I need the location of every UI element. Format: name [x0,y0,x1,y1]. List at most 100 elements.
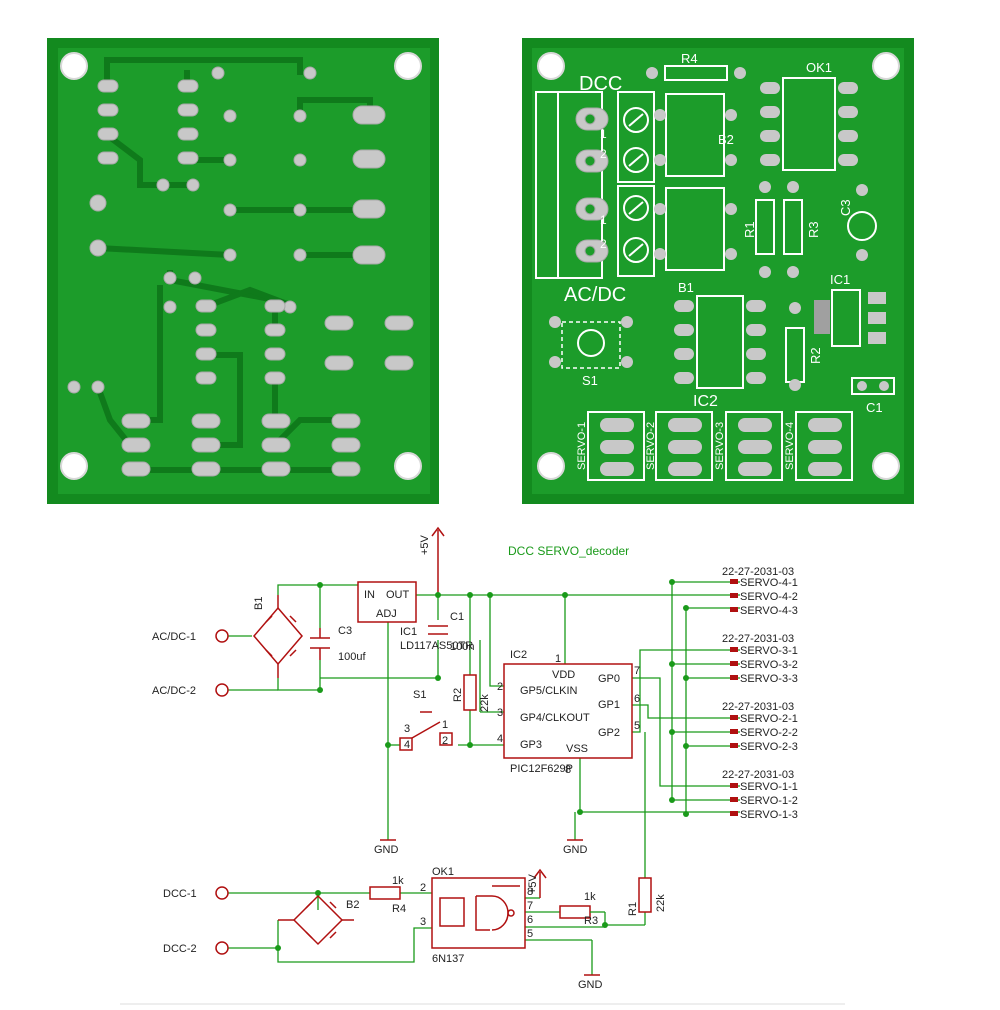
c1-label: C1 [450,611,464,623]
s1-label: S1 [413,689,426,701]
pin-label: 7 [634,665,640,677]
pin-label: 1 [442,719,448,731]
connector-pin: SERVO-1-3 [740,809,798,821]
connector-pin: SERVO-2-2 [740,727,798,739]
r3-silk-label: R3 [806,221,821,238]
ic1-in-pin: IN [364,589,375,601]
c3-value: 100uf [338,651,366,663]
c3-label: C3 [338,625,352,637]
pin-label: 3 [497,707,503,719]
servo2-silk-label: SERVO-2 [645,422,657,470]
ic1-out-pin: OUT [386,589,410,601]
r1-value: 22k [655,894,667,912]
connector-pin: SERVO-3-3 [740,673,798,685]
ic2-gp1-pin: GP1 [598,699,620,711]
connector-pin: SERVO-1-1 [740,781,798,793]
r4-silk-label: R4 [681,51,698,66]
ic1-label: IC1 [400,626,417,638]
pin-label: 3 [404,723,410,735]
servo-connectors: 22-27-2031-03 SERVO-4-1 SERVO-4-2 SERVO-… [722,566,798,821]
connector-part: 22-27-2031-03 [722,701,794,713]
pin-label: 7 [527,900,533,912]
ic2-gp2-pin: GP2 [598,727,620,739]
plus5v-label: +5V [419,534,431,555]
pin-label: 8 [565,764,571,776]
ic2-gp5-pin: GP5/CLKIN [520,685,578,697]
ic2-vdd-pin: VDD [552,669,575,681]
ic1-adj-pin: ADJ [376,608,397,620]
connector-part: 22-27-2031-03 [722,566,794,578]
pin-label: 2 [420,882,426,894]
gnd-label-1: GND [374,844,399,856]
connector-part: 22-27-2031-03 [722,769,794,781]
pin-label: 8 [527,886,533,898]
ic2-vss-pin: VSS [566,743,588,755]
s1-silk-label: S1 [582,373,598,388]
connector-pin: SERVO-4-1 [740,577,798,589]
dcc-silk-label: DCC [579,73,622,95]
r2-value: 22k [479,694,491,712]
ic1-regulator [357,581,417,623]
connector-pin: SERVO-4-2 [740,591,798,603]
pin-label: 6 [634,693,640,705]
ok1-part: 6N137 [432,953,464,965]
pin-label: 1 [600,127,607,141]
pin-label: 6 [527,914,533,926]
ic1-silk-label: IC1 [830,272,850,287]
pin-label: 2 [442,735,448,747]
ic2-label: IC2 [510,649,527,661]
pcb-bottom-view [47,38,439,504]
pin-label: 4 [497,733,503,745]
b1-label: B1 [253,597,265,610]
b1-silk-label: B1 [678,280,694,295]
ic1-part: LD117AS50TR [400,640,473,652]
pin-label: 2 [497,681,503,693]
pcb-top-view: DCC AC/DC 1 2 1 2 R4 B2 B1 OK1 [522,38,914,504]
gnd-label-3: GND [578,979,603,991]
connector-part: 22-27-2031-03 [722,633,794,645]
c1-silk-label: C1 [866,400,883,415]
pin-label: 3 [420,916,426,928]
pin-label: 1 [600,213,607,227]
connector-pin: SERVO-2-3 [740,741,798,753]
r1-label: R1 [627,902,639,916]
plus5v-label-2: +5V [527,873,539,894]
b2-silk-label: B2 [718,132,734,147]
servo3-silk-label: SERVO-3 [714,422,726,470]
schematic-title: DCC SERVO_decoder [508,544,629,558]
pin-label: 4 [404,739,410,751]
ic2-microcontroller [503,663,633,759]
connector-pin: SERVO-2-1 [740,713,798,725]
connector-pin: SERVO-4-3 [740,605,798,617]
connector-pin: SERVO-3-1 [740,645,798,657]
c3-silk-label: C3 [838,199,853,216]
dcc2-label: DCC-2 [163,943,197,955]
r3-value: 1k [584,891,596,903]
servo4-silk-label: SERVO-4 [784,422,796,470]
r2-silk-label: R2 [808,347,823,364]
acdc-silk-label: AC/DC [564,284,626,306]
gnd-label-2: GND [563,844,588,856]
ok1-optocoupler [431,877,526,949]
b2-label: B2 [346,899,359,911]
acdc1-label: AC/DC-1 [152,631,196,643]
switch-s1 [399,711,453,751]
pin-label: 1 [555,653,561,665]
dcc1-label: DCC-1 [163,888,197,900]
pin-label: 2 [600,147,607,161]
c1-value: 100n [450,641,474,653]
r4-label: R4 [392,903,406,915]
ic2-silk-label: IC2 [693,393,718,410]
ok1-silk-label: OK1 [806,60,832,75]
schematic: DCC SERVO_decoder +5V [120,526,845,1005]
servo1-silk-label: SERVO-1 [576,422,588,470]
ic2-part: PIC12F629P [510,763,573,775]
connector-pin: SERVO-3-2 [740,659,798,671]
r4-value: 1k [392,875,404,887]
r1-silk-label: R1 [742,221,757,238]
r3-label: R3 [584,915,598,927]
connector-pin: SERVO-1-2 [740,795,798,807]
ic2-gp0-pin: GP0 [598,673,620,685]
pin-label: 2 [600,237,607,251]
